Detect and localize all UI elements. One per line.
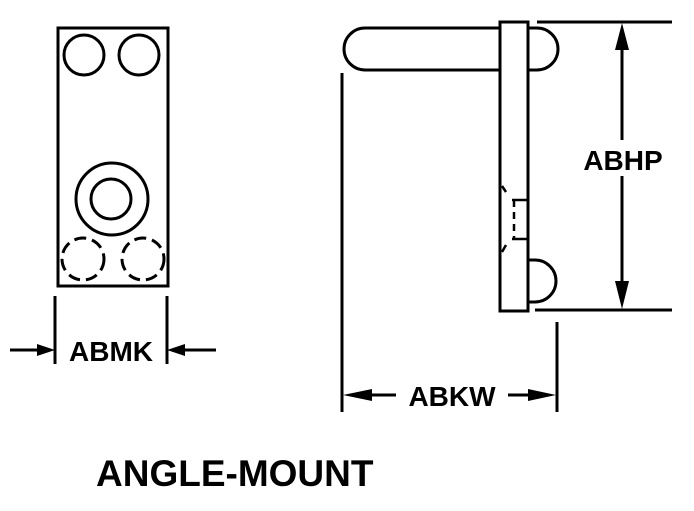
abkw-dimension [340,73,559,412]
abkw-arrowhead-right [528,389,556,401]
abmk-dimension [10,296,216,364]
abmk-arrowhead-left [37,344,55,356]
abmk-arrowhead-right [167,344,185,356]
lower-knob [528,258,558,304]
side-plate [498,20,530,313]
mount-boss-inner [89,177,133,221]
top-right-hole [117,33,161,77]
upper-arm-outline [342,26,500,72]
upper-arm-right-cap [528,26,560,72]
mount-boss-outer [74,161,150,237]
abhp-dimension [535,20,672,312]
hidden-left-hole [60,236,106,282]
front-plate-outline [56,26,170,288]
hidden-right-hole [120,236,166,282]
abkw-label: ABKW [408,381,496,412]
abhp-label: ABHP [583,145,662,176]
top-left-hole [62,33,106,77]
side-view [342,20,560,313]
abmk-label: ABMK [69,336,153,367]
abkw-arrowhead-left [343,389,372,401]
abhp-arrowhead-top [615,23,629,50]
hidden-boss-lines [500,185,528,253]
front-view [56,26,170,288]
abhp-arrowhead-bottom [615,281,629,309]
diagram-title: ANGLE-MOUNT [96,453,374,494]
